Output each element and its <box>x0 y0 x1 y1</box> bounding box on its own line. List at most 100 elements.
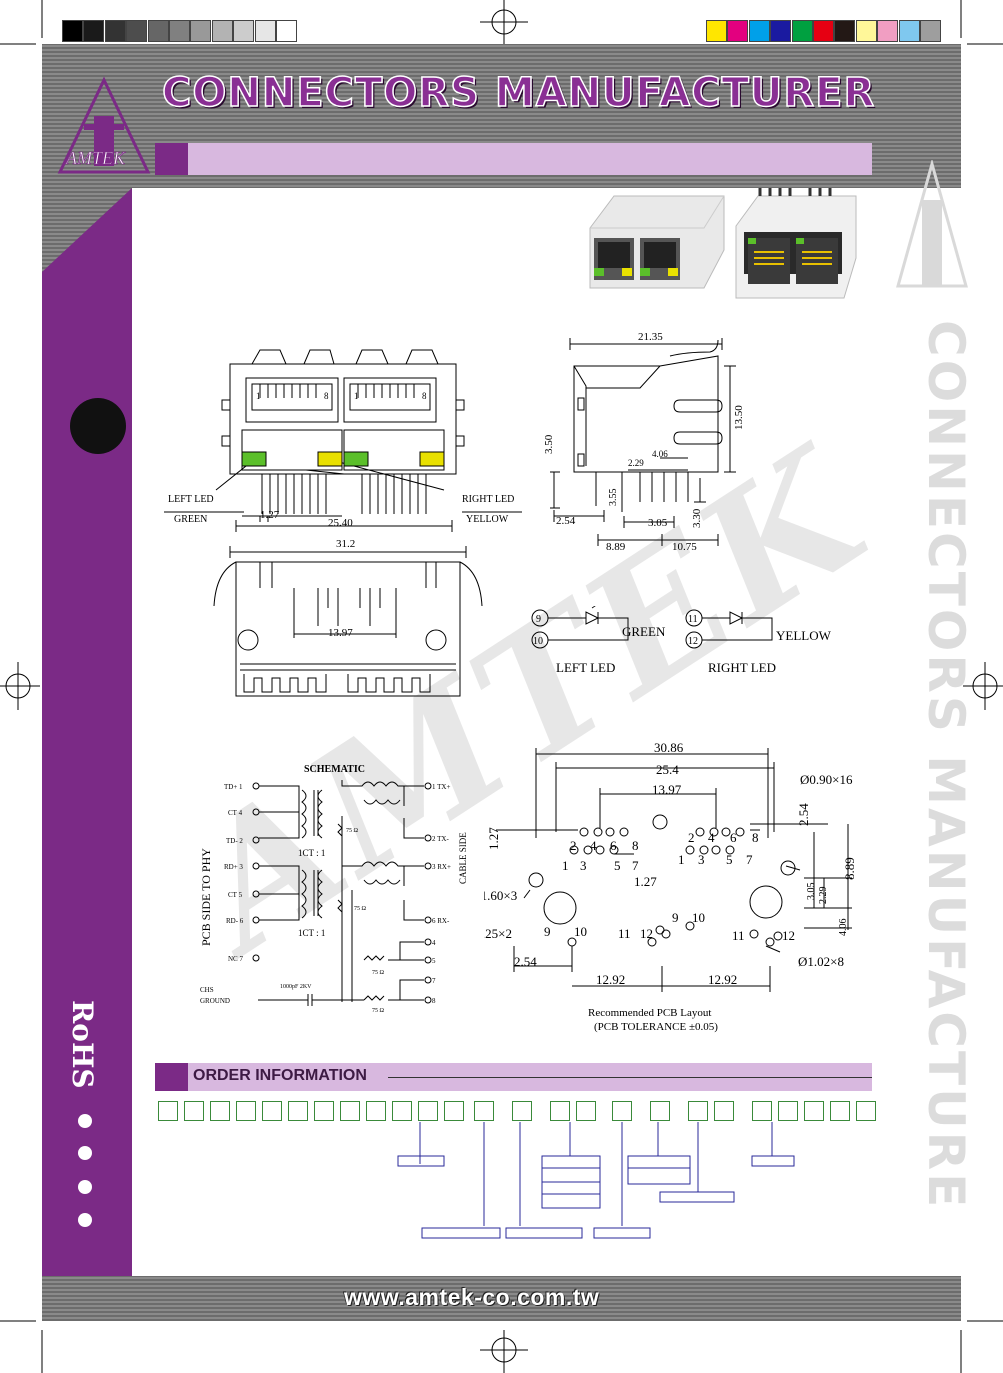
dim-1075: 10.75 <box>672 541 697 553</box>
dim-1397: 13.97 <box>328 627 353 639</box>
calibration-swatch <box>791 20 813 42</box>
side-logo-watermark <box>896 160 968 288</box>
pcb-num-11b: 11 <box>732 928 745 943</box>
pcb-dim-229: 2.29 <box>818 887 829 905</box>
sch-pin-8: 8 <box>432 997 436 1005</box>
pcb-pin-6a: 6 <box>610 838 617 853</box>
calibration-swatch <box>748 20 770 42</box>
yellow-label: YELLOW <box>466 514 509 525</box>
calibration-swatch <box>855 20 877 42</box>
pcb-hole-row-top <box>567 827 783 947</box>
pcb-pin-3a: 3 <box>580 858 587 873</box>
pcb-pin-3b: 3 <box>698 852 705 867</box>
bullet-dot-4 <box>78 1213 92 1227</box>
pcb-num-11: 11 <box>618 926 631 941</box>
order-code-box[interactable] <box>752 1101 772 1121</box>
order-code-box[interactable] <box>856 1101 876 1121</box>
order-code-box[interactable] <box>512 1101 532 1121</box>
dim-350: 3.50 <box>543 434 555 454</box>
pcb-pin-7a: 7 <box>632 858 639 873</box>
order-info-label: ORDER INFORMATION <box>193 1067 367 1084</box>
pcb-hole3-label: Ø 1.60×3 <box>484 888 517 903</box>
ratio-2: 1CT : 1 <box>298 928 325 938</box>
pcb-num-10b: 10 <box>692 910 705 925</box>
order-code-box[interactable] <box>314 1101 334 1121</box>
calibration-swatch <box>169 20 190 42</box>
sch-pin-td-plus: TD+ 1 <box>224 783 243 791</box>
rohs-label: RoHS <box>66 1000 99 1089</box>
order-code-box[interactable] <box>366 1101 386 1121</box>
pcb-caption-1: Recommended PCB Layout <box>588 1007 711 1019</box>
calibration-swatch <box>83 20 105 42</box>
pcb-caption-2: (PCB TOLERANCE ±0.05) <box>594 1021 718 1033</box>
order-code-box[interactable] <box>236 1101 256 1121</box>
calibration-swatch <box>233 20 255 42</box>
section-bar <box>155 143 872 175</box>
front-view-drawing: 1 8 1 8 LEFT LED GREEN RIGHT LED YELLOW … <box>164 349 522 532</box>
left-led-label: LEFT LED <box>168 494 214 505</box>
green-label: GREEN <box>174 514 207 525</box>
order-code-box[interactable] <box>392 1101 412 1121</box>
order-bar-line <box>388 1077 872 1078</box>
right-led-label: RIGHT LED <box>462 494 514 505</box>
sch-pin-tx-minus: 2 TX- <box>432 835 449 843</box>
order-code-tree <box>397 1122 795 1239</box>
order-code-box[interactable] <box>576 1101 596 1121</box>
order-code-box[interactable] <box>474 1101 494 1121</box>
dim-1350: 13.50 <box>733 405 745 430</box>
side-tab-curve <box>42 188 132 278</box>
order-code-box[interactable] <box>688 1101 708 1121</box>
order-code-box[interactable] <box>262 1101 282 1121</box>
schematic-title: SCHEMATIC <box>304 764 365 775</box>
website-url[interactable]: www.amtek-co.com.tw <box>344 1284 600 1310</box>
pcb-pin-5a: 5 <box>614 858 621 873</box>
dim-127: 1.27 <box>260 509 280 521</box>
pcb-dim-1292a: 12.92 <box>596 972 625 987</box>
sch-pin-7: 7 <box>432 977 436 985</box>
order-code-box[interactable] <box>210 1101 230 1121</box>
calibration-swatch <box>126 20 148 42</box>
pcb-side-label: PCB SIDE TO PHY <box>199 848 213 946</box>
r75-b: 75 Ω <box>354 906 367 912</box>
calibration-swatch <box>920 20 941 42</box>
pcb-dim-127a: 1.27 <box>486 827 501 850</box>
order-code-box[interactable] <box>714 1101 734 1121</box>
calibration-swatch <box>147 20 169 42</box>
order-code-box[interactable] <box>830 1101 850 1121</box>
order-code-box[interactable] <box>612 1101 632 1121</box>
product-photo-rear <box>735 188 857 299</box>
dim-312: 31.2 <box>336 538 355 550</box>
grayscale-calibration-bar <box>62 10 298 42</box>
pcb-pin-1b: 1 <box>678 852 685 867</box>
order-code-box[interactable] <box>158 1101 178 1121</box>
led-pin-10: 10 <box>533 636 543 647</box>
sch-pin-ct4: CT 4 <box>228 809 243 817</box>
order-code-box[interactable] <box>804 1101 824 1121</box>
pcb-dim-254b: 2.54 <box>514 954 537 969</box>
calibration-swatch <box>104 20 126 42</box>
bullet-dot-2 <box>78 1146 92 1160</box>
order-code-box[interactable] <box>288 1101 308 1121</box>
calibration-swatch <box>254 20 276 42</box>
order-code-box[interactable] <box>650 1101 670 1121</box>
order-code-box[interactable] <box>778 1101 798 1121</box>
order-code-box[interactable] <box>550 1101 570 1121</box>
calibration-swatch <box>727 20 749 42</box>
sch-pin-rx-minus: 6 RX- <box>432 917 450 925</box>
order-code-box[interactable] <box>340 1101 360 1121</box>
led-diagram: 9 10 11 12 GREEN YELLOW LEFT LED RIGHT L… <box>531 606 832 675</box>
content-panel <box>132 188 961 1276</box>
dim-355: 3.55 <box>608 489 619 507</box>
color-calibration-bar <box>706 10 942 42</box>
cable-side-label: CABLE SIDE <box>458 832 468 884</box>
sch-pin-ct5: CT 5 <box>228 891 243 899</box>
order-code-box[interactable] <box>418 1101 438 1121</box>
r75-c: 75 Ω <box>372 970 385 976</box>
schematic-drawing: SCHEMATIC PCB SIDE TO PHY CABLE SIDE TD+… <box>199 764 468 1014</box>
pcb-pin-8b: 8 <box>752 830 759 845</box>
sch-pin-nc: NC 7 <box>228 955 243 963</box>
pin-1b-label: 1 <box>354 391 359 401</box>
pcb-dim-889: 8.89 <box>842 857 857 880</box>
order-code-box[interactable] <box>184 1101 204 1121</box>
order-code-box[interactable] <box>444 1101 464 1121</box>
